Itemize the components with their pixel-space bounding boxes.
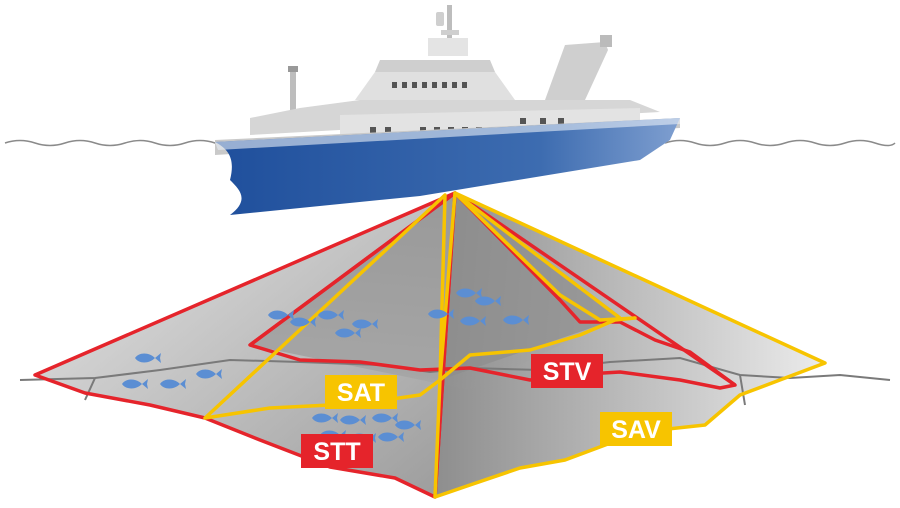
sat-label: SAT <box>325 375 397 409</box>
sea-surface-left <box>4 139 231 147</box>
stv-label-text: STV <box>543 358 592 386</box>
sea-surface-right <box>664 139 896 147</box>
sav-label: SAV <box>600 412 672 446</box>
stv-label: STV <box>531 354 603 388</box>
sonar-beam <box>19 191 891 499</box>
stt-label-text: STT <box>313 438 360 466</box>
sat-label-text: SAT <box>337 379 385 407</box>
stt-beam-outline <box>33 191 457 499</box>
fishing-vessel <box>215 5 680 215</box>
stt-label: STT <box>301 434 373 468</box>
sav-beam-outline <box>433 191 827 499</box>
sav-label-text: SAV <box>611 416 661 444</box>
